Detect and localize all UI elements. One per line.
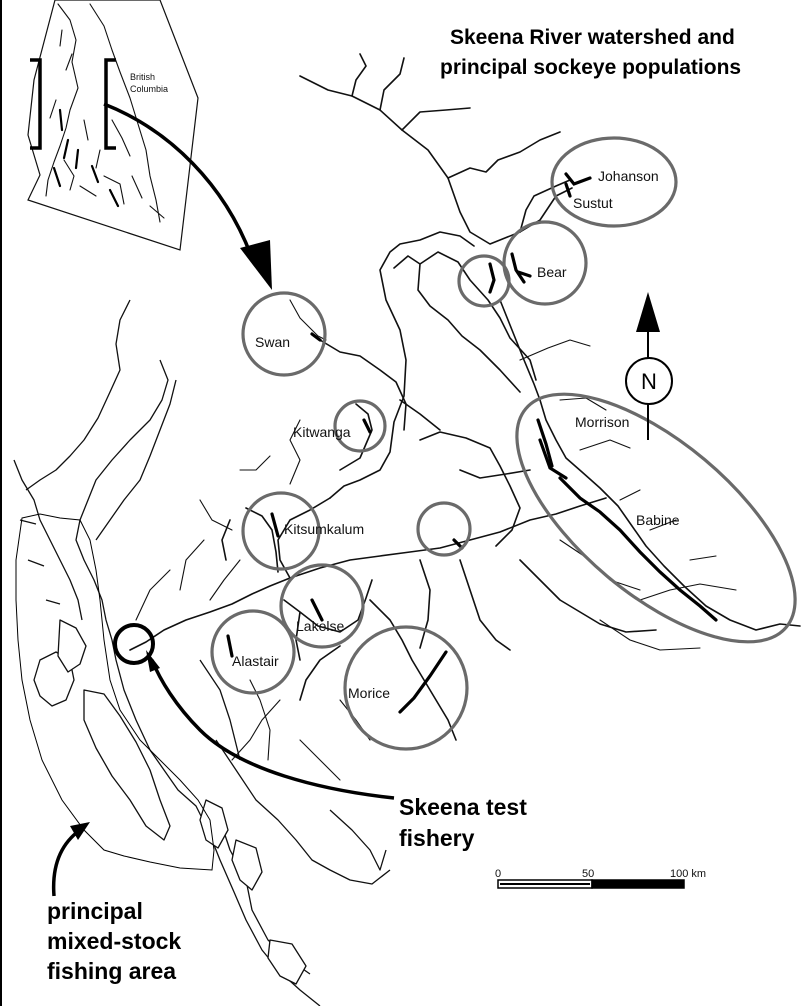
test-fishery-leader-head (146, 650, 160, 672)
label-morrison: Morrison (575, 414, 629, 430)
map-title-line-1: Skeena River watershed and (450, 26, 735, 49)
lake-johanson (564, 172, 592, 186)
inset-region-label-2: Columbia (130, 84, 168, 94)
label-alastair: Alastair (232, 653, 279, 669)
inset-region-label-1: British (130, 72, 155, 82)
label-lakelse: Lakelse (296, 618, 344, 634)
mixed-stock-arrow (51, 828, 82, 897)
circle-kitwanga (333, 399, 387, 453)
lake-morice (398, 650, 448, 714)
island-banks (57, 619, 87, 673)
inset-map: British Columbia (27, 0, 199, 251)
lake-babine-north (538, 438, 568, 480)
label-swan: Swan (255, 334, 290, 350)
mixed-stock-outline (15, 513, 215, 871)
inset-coastline (45, 3, 165, 223)
scale-bar-segment-right (591, 879, 685, 889)
circle-azuklotz (457, 254, 511, 308)
label-johanson: Johanson (598, 168, 659, 184)
north-arrow: N (625, 292, 673, 440)
island-south-2 (231, 839, 263, 891)
label-kitsumkalum: Kitsumkalum (284, 521, 364, 537)
coast-fiord-2 (95, 379, 177, 541)
skeena-mainstem-middle (329, 231, 475, 499)
circle-bear (502, 220, 588, 306)
circle-bulkley (416, 501, 472, 557)
zymoetz-river (289, 497, 607, 579)
coast-fiord-1 (25, 299, 131, 491)
lake-babine (558, 476, 718, 622)
inset-frame (27, 0, 199, 251)
circle-alastair (210, 609, 296, 695)
test-fishery-marker: Skeena test fishery (113, 623, 527, 851)
circle-johanson (550, 136, 678, 228)
test-fishery-label-2: fishery (399, 825, 475, 851)
sustut-river (519, 179, 571, 233)
north-arrow-head (636, 292, 660, 332)
lake-bulkley-east (452, 538, 464, 550)
test-fishery-circle (113, 623, 155, 665)
mixed-stock-label-2: mixed-stock (47, 928, 181, 954)
skeena-mainstem-upper (299, 75, 573, 245)
lake-kitwanga (362, 418, 372, 434)
mixed-stock-arrow-head (70, 822, 90, 840)
morice-drainage (299, 599, 457, 741)
lake-azuklotz (488, 262, 496, 294)
lake-alastair (226, 634, 234, 658)
lake-morrison (536, 418, 554, 468)
lake-lakelse (310, 598, 324, 622)
population-labels: Johanson Sustut Bear Swan Kitwanga Morri… (232, 168, 680, 701)
circle-kitsumkalum (241, 491, 321, 571)
scale-bar: 0 50 100 km (495, 868, 706, 889)
scale-bar-inner (500, 883, 590, 885)
test-fishery-leader (150, 659, 395, 800)
circle-morice (343, 625, 469, 751)
map-title-line-2: principal sockeye populations (440, 56, 741, 79)
label-morice: Morice (348, 685, 390, 701)
scale-tick-50: 50 (582, 868, 594, 880)
island-south-1 (199, 799, 229, 849)
test-fishery-label-1: Skeena test (399, 794, 527, 820)
skeena-mainstem-lower (129, 497, 331, 651)
bear-drainage (393, 251, 537, 393)
north-arrow-circle (625, 357, 673, 405)
skeena-headwaters (351, 53, 561, 179)
lake-sustut (564, 182, 572, 198)
circle-babine (515, 392, 797, 644)
north-arrow-label: N (641, 369, 657, 394)
lakes (226, 172, 718, 714)
lakelse-drainage (283, 579, 373, 661)
circle-lakelse (279, 563, 365, 649)
inset-islands (52, 108, 120, 208)
kispiox-river (419, 431, 521, 547)
mixed-stock-label-3: fishing area (47, 958, 176, 984)
lake-swan (310, 332, 322, 342)
lake-kitsumkalum (270, 512, 280, 538)
island-pitt (83, 689, 171, 841)
mixed-stock-area: principal mixed-stock fishing area (15, 513, 215, 984)
swan-creek (289, 299, 327, 341)
population-circles (210, 136, 797, 751)
label-sustut: Sustut (573, 195, 613, 211)
label-babine: Babine (636, 512, 680, 528)
scale-tick-0: 0 (495, 868, 501, 880)
label-bear: Bear (537, 264, 567, 280)
bulkley-river (399, 399, 657, 651)
circle-swan (241, 291, 327, 377)
minor-tributaries-west (135, 419, 371, 781)
kitsumkalum-river (221, 507, 279, 573)
scale-tick-100: 100 km (670, 868, 706, 880)
babine-river (499, 299, 801, 631)
inset-pointer-arrow (103, 102, 272, 290)
lake-bear (510, 252, 532, 284)
mixed-stock-label-1: principal (47, 898, 143, 924)
label-kitwanga: Kitwanga (293, 424, 351, 440)
island-south-3 (267, 939, 307, 985)
coast-inlets (13, 459, 391, 975)
